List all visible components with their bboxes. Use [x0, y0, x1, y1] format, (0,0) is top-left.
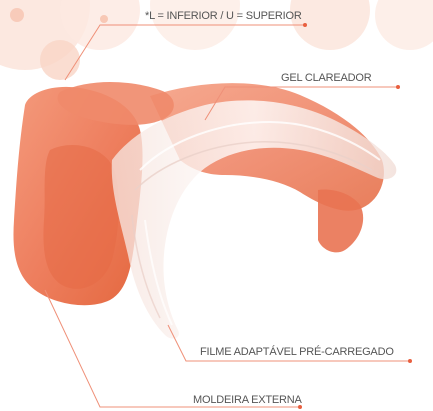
leader-line-legend [65, 25, 305, 80]
gel-label: GEL CLAREADOR [281, 72, 372, 85]
leader-dot [408, 359, 412, 363]
leader-dot [303, 23, 307, 27]
leader-dot [396, 85, 400, 89]
film-label: FILME ADAPTÁVEL PRÉ-CARREGADO [200, 346, 394, 359]
tray-front-shading [43, 145, 118, 289]
tray-label: MOLDEIRA EXTERNA [193, 394, 302, 407]
legend-note-label: *L = INFERIOR / U = SUPERIOR [145, 10, 302, 23]
